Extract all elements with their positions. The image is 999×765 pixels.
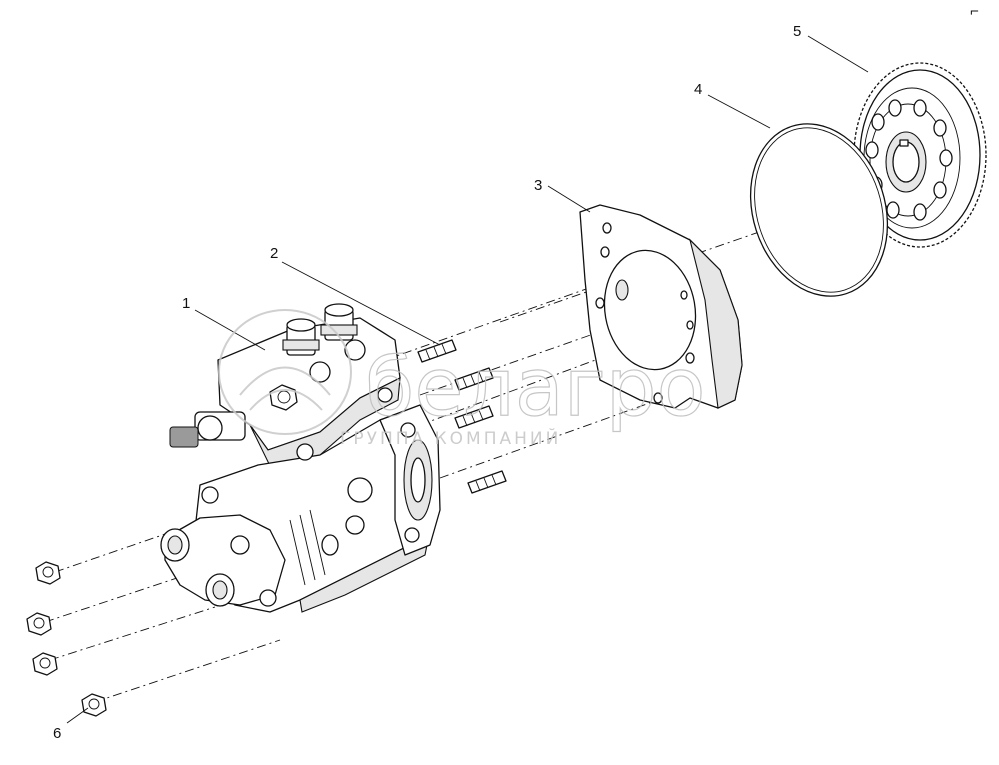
- callout-5: 5: [793, 23, 801, 40]
- stud: [417, 339, 457, 363]
- corner-mark: ⌐: [970, 3, 979, 20]
- nut: [35, 561, 61, 585]
- stud: [454, 367, 494, 391]
- watermark-logo: [218, 309, 352, 435]
- nut: [32, 652, 58, 676]
- callout-leaders: [66, 35, 869, 724]
- callout-1: 1: [182, 295, 190, 312]
- watermark: белагро ГРУППА КОМПАНИЙ: [218, 309, 706, 449]
- callout-4: 4: [694, 81, 702, 98]
- callouts: 1 2 3 4 5 6: [53, 23, 801, 742]
- o-ring: [749, 123, 889, 297]
- callout-2: 2: [270, 245, 278, 262]
- callout-3: 3: [534, 177, 542, 194]
- stud: [454, 405, 494, 429]
- fuel-injection-pump: [160, 303, 441, 613]
- callout-6: 6: [53, 725, 61, 742]
- stud: [467, 470, 507, 494]
- watermark-brand: белагро: [365, 341, 705, 434]
- studs: [417, 339, 507, 494]
- watermark-tagline: ГРУППА КОМПАНИЙ: [340, 427, 561, 449]
- nuts: [26, 561, 107, 717]
- mounting-flange: [579, 204, 743, 409]
- nut: [26, 612, 52, 636]
- drive-gear: [853, 62, 987, 248]
- nut: [81, 693, 107, 717]
